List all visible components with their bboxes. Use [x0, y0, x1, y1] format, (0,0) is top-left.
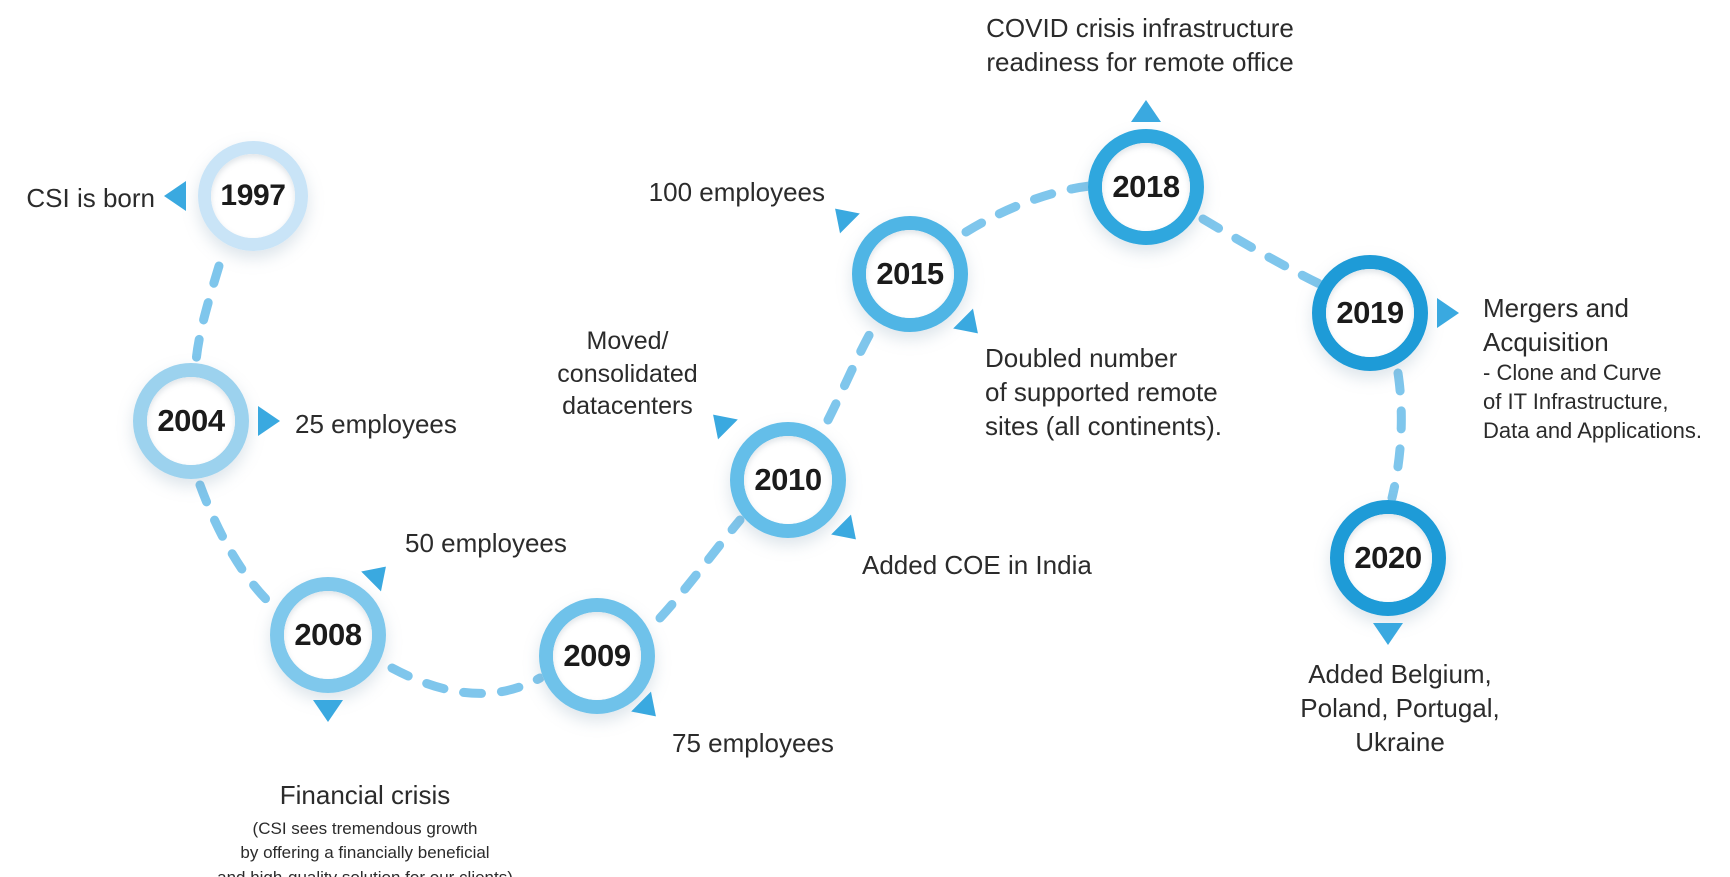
year-label-2009: 2009: [563, 638, 631, 673]
milestone-2019[interactable]: 2019: [1312, 255, 1428, 371]
milestone-2008[interactable]: 2008: [270, 577, 386, 693]
inner-disc: [1326, 269, 1414, 357]
caption-moved-datacenters: Moved/ consolidated datacenters: [557, 327, 698, 420]
arrow-2015-to-100-employees: [825, 198, 860, 234]
year-label-2004: 2004: [157, 403, 225, 438]
milestone-2010[interactable]: 2010: [730, 422, 846, 538]
caption-doubled-remote-sites: Doubled number of supported remote sites…: [985, 343, 1222, 441]
year-label-2018: 2018: [1112, 169, 1180, 204]
year-label-2019: 2019: [1336, 295, 1404, 330]
connector-1997-2004: [191, 261, 224, 367]
arrow-2008-to-financial-crisis: [313, 700, 343, 722]
connector-2009-2010: [655, 515, 745, 623]
milestone-2018[interactable]: 2018: [1088, 129, 1204, 245]
inner-disc: [553, 612, 641, 700]
mergers-detail: - Clone and Curve of IT Infrastructure, …: [1483, 360, 1702, 443]
mergers-title: Mergers and Acquisition: [1483, 292, 1629, 357]
milestone-2015[interactable]: 2015: [852, 216, 968, 332]
inner-disc: [211, 154, 295, 238]
connector-2010-2015: [823, 315, 883, 425]
caption-financial-crisis: Financial crisis (CSI sees tremendous gr…: [155, 745, 575, 877]
arrow-1997-to-csi-born: [164, 181, 186, 211]
arrow-2018-to-covid-readiness: [1131, 100, 1161, 122]
milestone-2009[interactable]: 2009: [539, 598, 655, 714]
caption-100-employees: 100 employees: [648, 177, 825, 207]
year-label-2015: 2015: [876, 256, 944, 291]
year-label-2008: 2008: [294, 617, 362, 652]
milestone-1997[interactable]: 1997: [198, 141, 308, 251]
caption-50-employees: 50 employees: [405, 528, 567, 558]
inner-disc: [284, 591, 372, 679]
inner-disc: [744, 436, 832, 524]
caption-csi-born: CSI is born: [26, 183, 155, 213]
arrow-2004-to-25-employees: [258, 406, 280, 436]
connector-2004-2008: [195, 480, 277, 610]
caption-covid-readiness: COVID crisis infrastructure readiness fo…: [986, 13, 1294, 77]
milestone-2004[interactable]: 2004: [133, 363, 249, 479]
year-label-2010: 2010: [754, 462, 822, 497]
caption-mergers-acquisition: Mergers and Acquisition - Clone and Curv…: [1483, 258, 1730, 479]
arrow-2015-to-remote-sites: [953, 308, 988, 344]
connector-2018-2019: [1198, 214, 1333, 293]
connector-2015-2018: [961, 181, 1095, 237]
inner-disc: [1102, 143, 1190, 231]
financial-crisis-title: Financial crisis: [279, 779, 451, 810]
inner-disc: [147, 377, 235, 465]
arrow-2010-to-coe-india: [831, 514, 866, 550]
caption-75-employees: 75 employees: [672, 728, 834, 758]
caption-added-coe-india: Added COE in India: [862, 550, 1092, 580]
arrow-2019-to-mergers: [1437, 298, 1459, 328]
caption-25-employees: 25 employees: [295, 409, 457, 439]
inner-disc: [866, 230, 954, 318]
inner-disc: [1344, 514, 1432, 602]
financial-crisis-note: (CSI sees tremendous growth by offering …: [217, 818, 513, 877]
connector-2019-2020: [1387, 368, 1406, 503]
caption-added-countries: Added Belgium, Poland, Portugal, Ukraine: [1300, 659, 1500, 757]
year-label-2020: 2020: [1354, 540, 1422, 575]
connector-2008-2009: [387, 663, 545, 698]
year-label-1997: 1997: [220, 179, 286, 212]
arrow-2020-to-added-countries: [1373, 623, 1403, 645]
milestone-2020[interactable]: 2020: [1330, 500, 1446, 616]
arrow-2008-to-50-employees: [361, 556, 396, 592]
